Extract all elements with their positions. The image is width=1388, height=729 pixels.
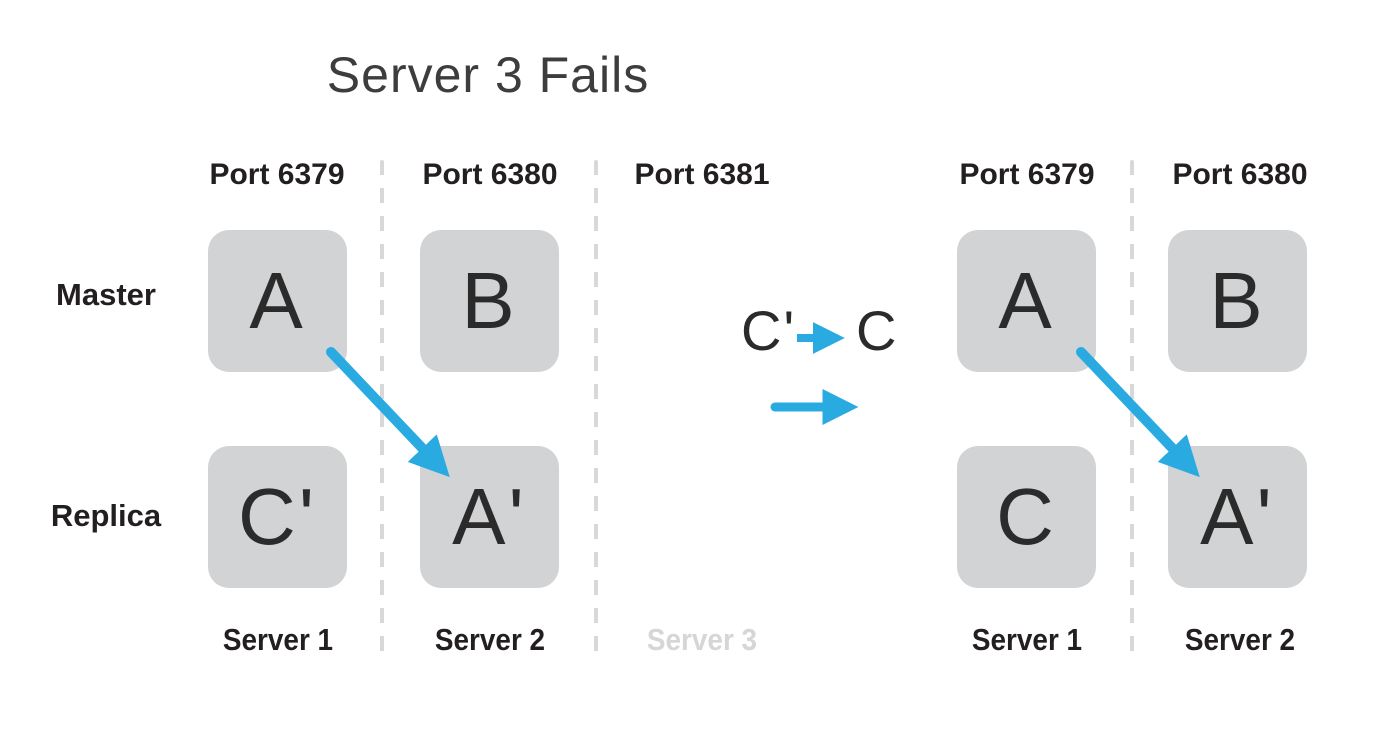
annotation-from-label: C' [741, 299, 797, 362]
node-left-replica-c-prime: C' [208, 446, 347, 588]
divider-left-col2-col3 [594, 160, 598, 658]
node-letter: C [996, 472, 1057, 561]
port-label-left-6380: Port 6380 [422, 158, 558, 191]
row-label-replica: Replica [50, 498, 162, 533]
replication-failover-arrow-right [1076, 347, 1200, 478]
port-label-right-6380: Port 6380 [1172, 158, 1308, 191]
node-letter: B [461, 256, 518, 345]
replication-failover-arrow-left [326, 347, 450, 478]
divider-left-col1-col2 [380, 160, 384, 658]
server-label-left-1: Server 1 [222, 622, 334, 657]
node-letter: A' [452, 472, 527, 561]
node-right-master-b: B [1168, 230, 1307, 372]
node-right-replica-c: C [957, 446, 1096, 588]
node-letter: A [998, 256, 1055, 345]
port-label-left-6379: Port 6379 [209, 158, 345, 191]
port-label-right-6379: Port 6379 [959, 158, 1095, 191]
row-label-master: Master [56, 277, 156, 312]
diagram-title: Server 3 Fails [326, 47, 650, 103]
port-label-left-6381: Port 6381 [634, 158, 770, 191]
server-label-left-3-failed: Server 3 [646, 622, 758, 657]
server-label-right-1: Server 1 [971, 622, 1083, 657]
server-label-right-2: Server 2 [1184, 622, 1296, 657]
node-right-master-a: A [957, 230, 1096, 372]
server-label-left-2: Server 2 [434, 622, 546, 657]
node-left-master-a: A [208, 230, 347, 372]
node-letter: C' [237, 472, 318, 561]
node-right-replica-a-prime: A' [1168, 446, 1307, 588]
annotation-to-label: C [856, 299, 899, 362]
divider-right-col1-col2 [1130, 160, 1134, 658]
node-left-replica-a-prime: A' [420, 446, 559, 588]
node-letter: B [1209, 256, 1266, 345]
node-letter: A' [1200, 472, 1275, 561]
node-left-master-b: B [420, 230, 559, 372]
node-letter: A [249, 256, 306, 345]
